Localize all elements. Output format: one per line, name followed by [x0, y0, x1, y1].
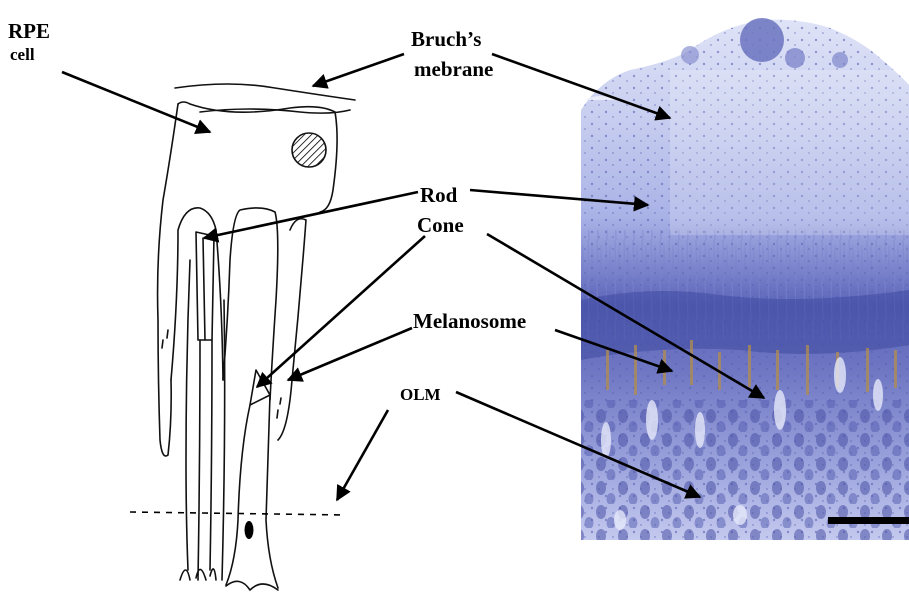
nucleus — [292, 133, 326, 167]
label-cone: Cone — [417, 213, 464, 237]
label-melanosome: Melanosome — [413, 309, 526, 333]
label-bruchs: Bruch’s — [411, 27, 481, 51]
label-membrane: mebrane — [414, 57, 493, 81]
rpe-schematic — [130, 84, 355, 590]
labels: RPE cell Bruch’s mebrane Rod Cone Melano… — [8, 19, 526, 404]
label-rpe-cell: cell — [10, 45, 35, 64]
label-rod: Rod — [420, 183, 458, 207]
label-olm: OLM — [400, 385, 441, 404]
label-rpe: RPE — [8, 19, 50, 43]
scale-bar — [828, 517, 909, 524]
retina-micrograph — [581, 18, 909, 540]
